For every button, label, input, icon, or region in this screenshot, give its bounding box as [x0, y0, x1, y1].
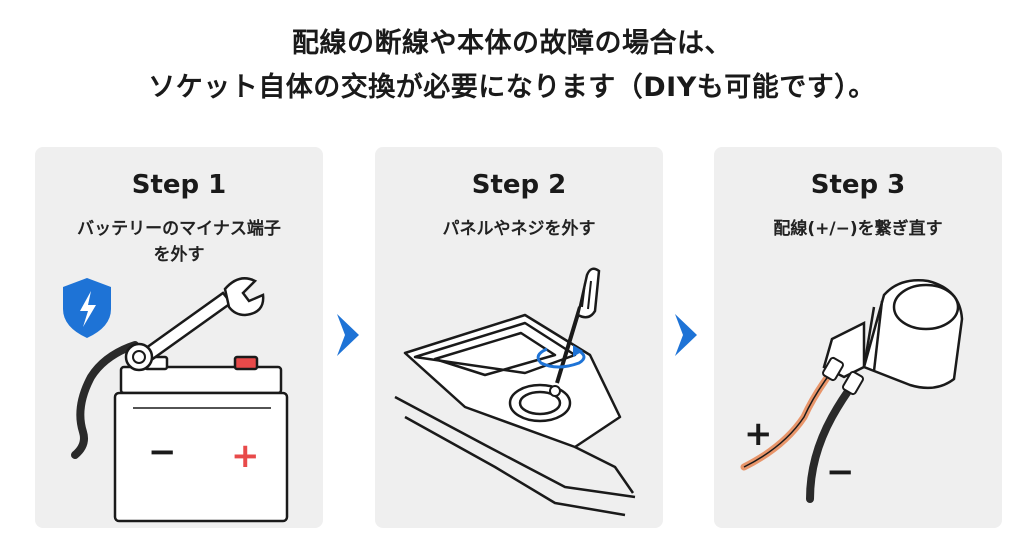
socket-wiring-illustration: + − [714, 267, 1002, 528]
step-1-card: Step 1 バッテリーのマイナス端子 を外す − + [35, 147, 323, 528]
chevron-right-icon [671, 312, 701, 358]
battery-plus-label: + [231, 436, 260, 476]
step-3-title: Step 3 [714, 169, 1002, 201]
step-2-title: Step 2 [375, 169, 663, 201]
socket-icon [824, 280, 962, 388]
wire-plus-label: + [744, 414, 773, 454]
battery-icon [115, 357, 287, 521]
chevron-right-icon [333, 312, 363, 358]
cup-holder-icon [510, 385, 570, 421]
wire-minus-label: − [826, 452, 855, 492]
step-1-desc-line-1: バッテリーのマイナス端子 [35, 216, 323, 242]
step-1-description: バッテリーのマイナス端子 を外す [35, 216, 323, 268]
heading-line-2: ソケット自体の交換が必要になります（DIYも可能です）。 [0, 66, 1024, 110]
battery-wrench-illustration: − + [35, 267, 323, 528]
step-1-title: Step 1 [35, 169, 323, 201]
step-3-description: 配線(+/−)を繋ぎ直す [714, 216, 1002, 242]
step-1-desc-line-2: を外す [35, 242, 323, 268]
battery-minus-label: − [148, 432, 177, 472]
page-heading: 配線の断線や本体の故障の場合は、 ソケット自体の交換が必要になります（DIYも可… [0, 22, 1024, 110]
step-2-desc-line-1: パネルやネジを外す [375, 216, 663, 242]
step-2-card: Step 2 パネルやネジを外す [375, 147, 663, 528]
screwdriver-console-illustration [375, 267, 663, 528]
console-panel-icon [395, 315, 635, 515]
step-3-card: Step 3 配線(+/−)を繋ぎ直す + − [714, 147, 1002, 528]
screw-icon [550, 386, 560, 396]
step-3-desc-line-1: 配線(+/−)を繋ぎ直す [714, 216, 1002, 242]
step-2-description: パネルやネジを外す [375, 216, 663, 242]
heading-line-1: 配線の断線や本体の故障の場合は、 [0, 22, 1024, 66]
shield-lightning-icon [63, 278, 111, 338]
